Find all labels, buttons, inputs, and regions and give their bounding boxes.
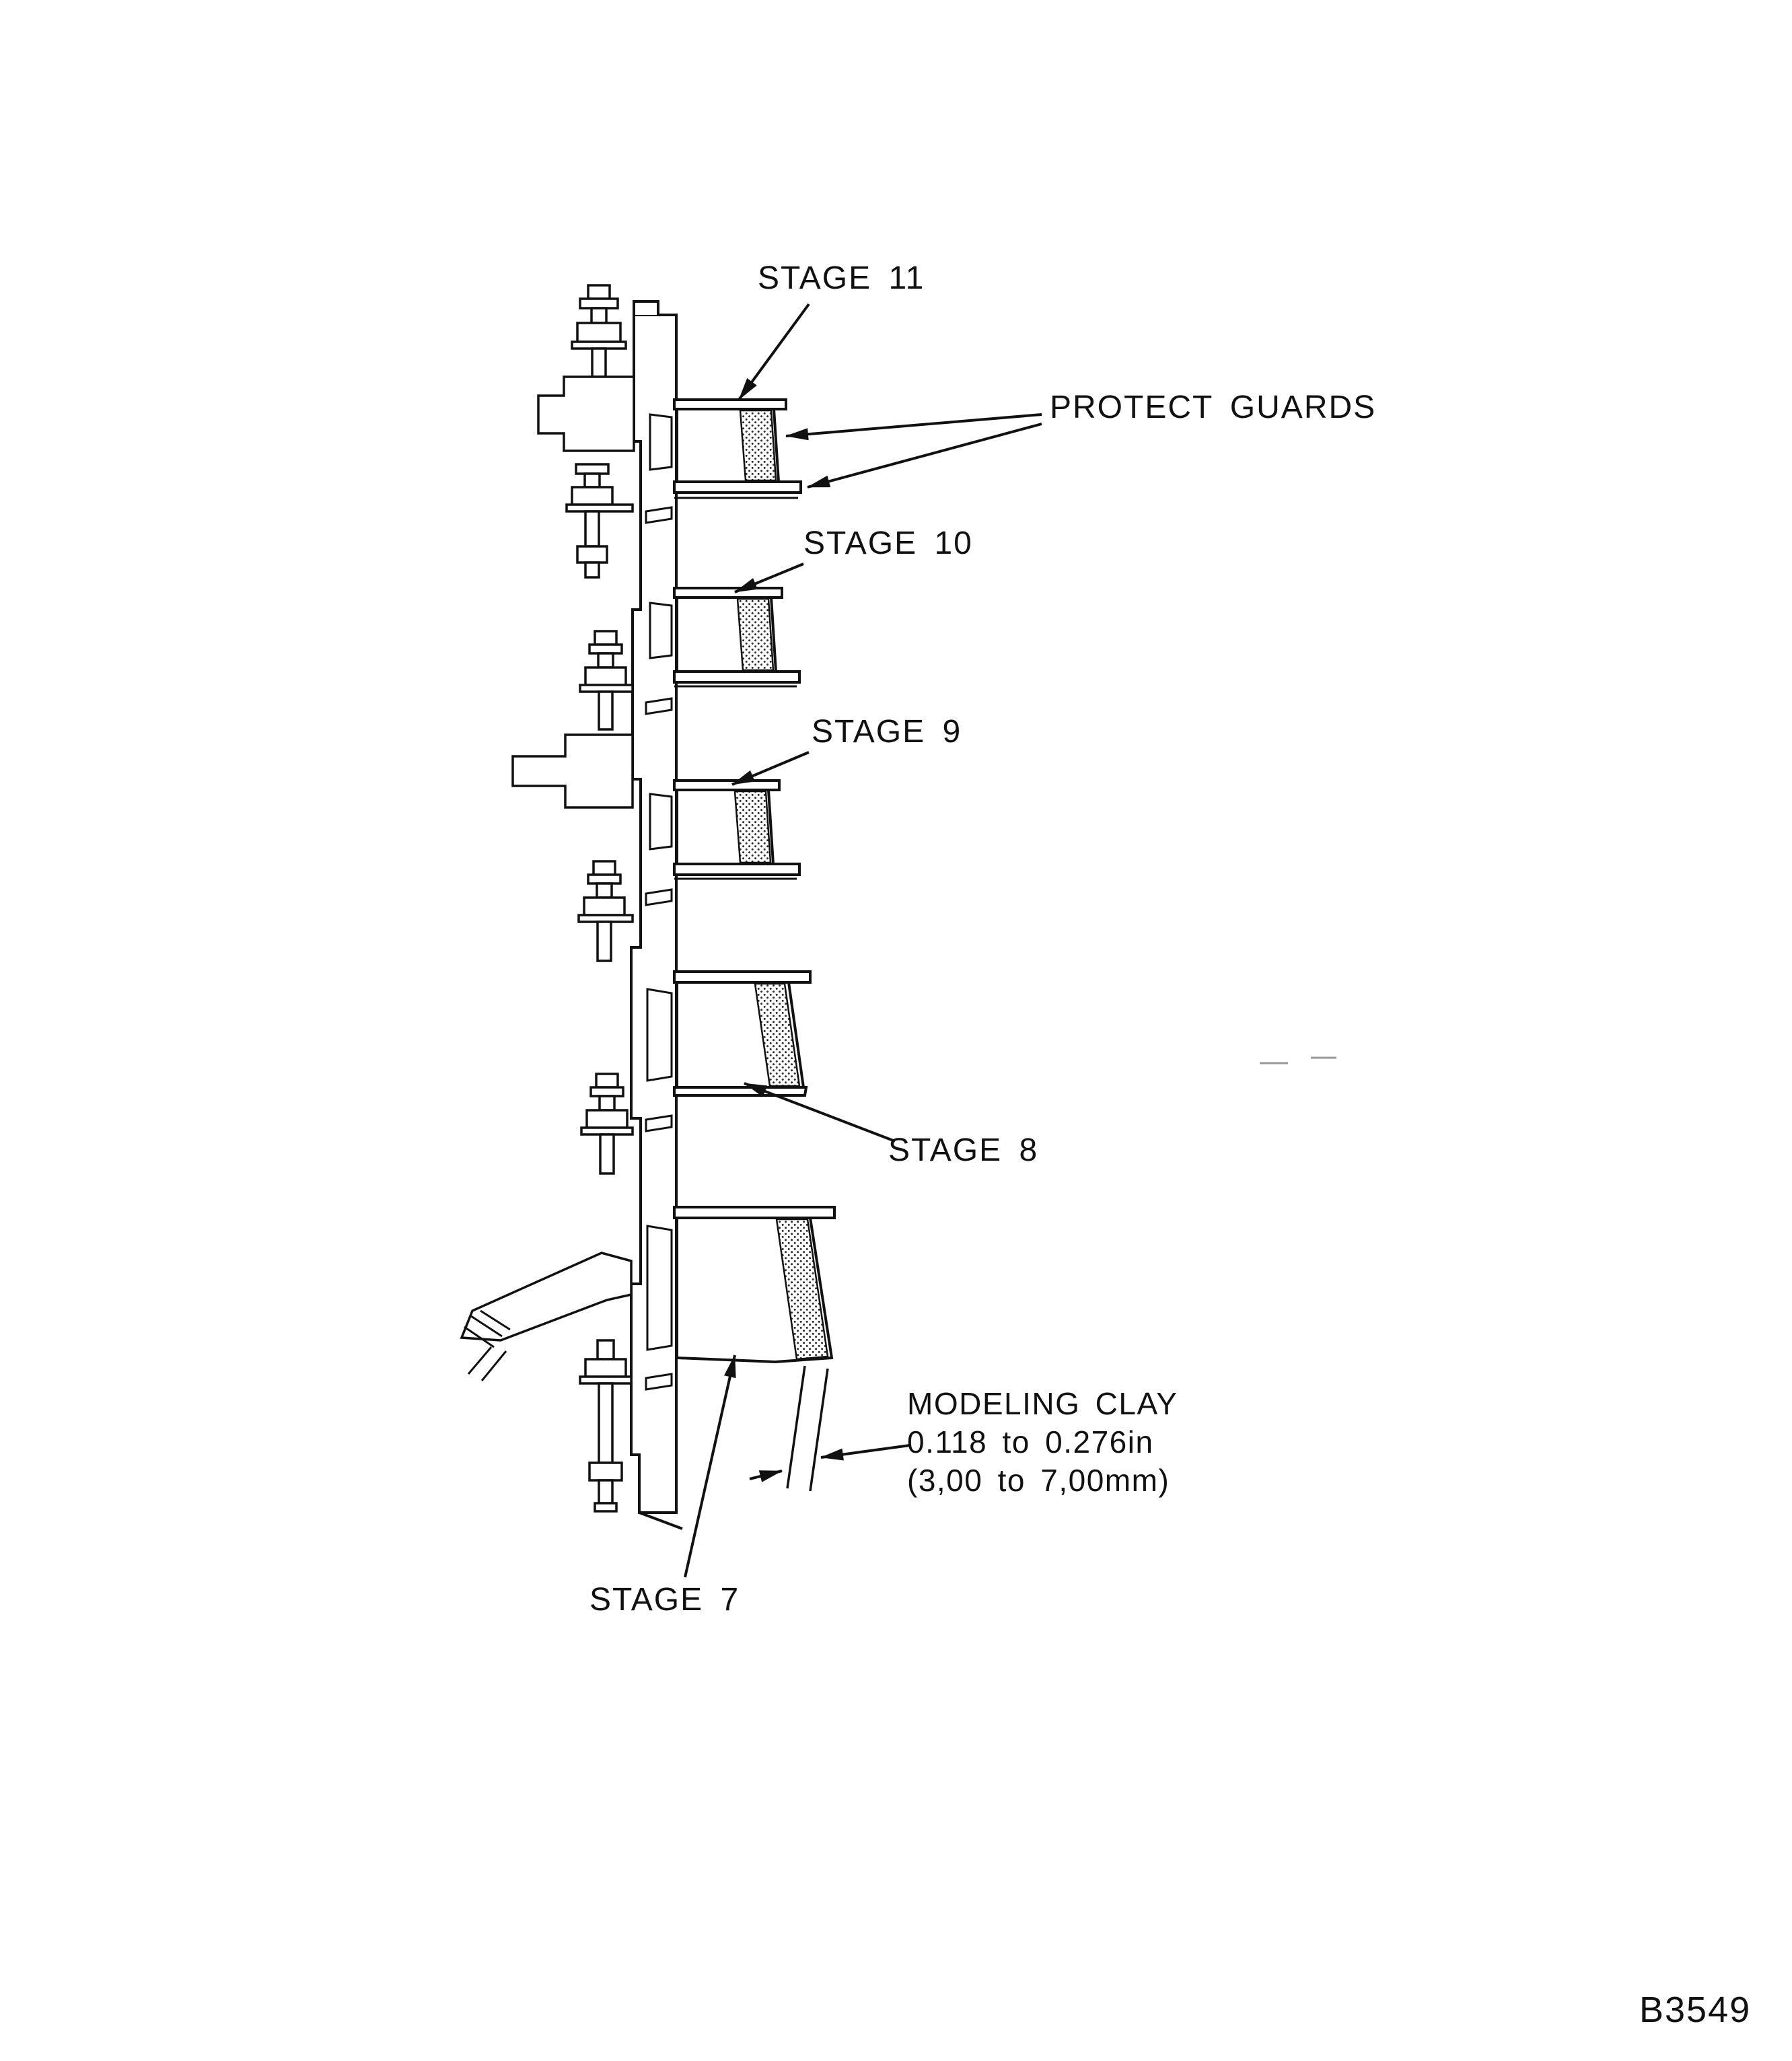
casing-clip-upper (537, 375, 635, 452)
stage-7-vane (673, 1206, 836, 1364)
modeling-clay-annotation: MODELING CLAY 0.118 to 0.276in (3,00 to … (907, 1385, 1178, 1500)
arrow-stage-10 (734, 563, 804, 593)
stator-bolt-assembly-3 (579, 630, 634, 731)
casing-clip-middle (511, 733, 634, 809)
arrow-clay-dimension-right (820, 1444, 910, 1461)
scan-artifact-dashes (1260, 1056, 1336, 1064)
top-bolt-assembly (571, 284, 627, 378)
arrow-stage-11 (738, 303, 810, 401)
modeling-clay-title: MODELING CLAY (907, 1386, 1178, 1421)
stage-11-vane (673, 398, 802, 499)
arrow-protect-guard-lower (807, 423, 1042, 489)
label-protect-guards: PROTECT GUARDS (1050, 390, 1377, 425)
stage-8-vane (673, 970, 812, 1097)
stator-bolt-assembly-4 (577, 860, 634, 962)
figure-number: B3549 (1639, 1990, 1752, 2030)
lever-hatching (464, 1309, 511, 1381)
stage-11-protect-guard (673, 480, 802, 494)
stage-11-vane-stipple (739, 409, 777, 482)
stator-bolt-assembly-5 (580, 1073, 634, 1175)
arrow-stage-7 (684, 1354, 736, 1578)
modeling-clay-range-inches: 0.118 to 0.276in (907, 1424, 1154, 1459)
arrow-protect-guard-upper (785, 413, 1042, 441)
stage-10-vane-stipple (736, 598, 775, 672)
label-stage-10: STAGE 10 (803, 526, 973, 561)
arrow-clay-dimension-left (749, 1470, 783, 1482)
stage-10-vane (673, 587, 801, 688)
bottom-bolt-assembly (579, 1339, 633, 1513)
stage-9-vane (673, 779, 801, 880)
stage-7-vane-stipple (775, 1218, 829, 1361)
vane-root-slots (646, 413, 673, 1351)
stage-9-vane-stipple (733, 790, 772, 864)
label-stage-11: STAGE 11 (758, 260, 925, 296)
clay-gap-lines (786, 1365, 829, 1492)
casing-top-tab (633, 300, 659, 315)
label-stage-9: STAGE 9 (812, 714, 962, 750)
stator-bolt-assembly-2 (565, 463, 634, 579)
label-stage-7: STAGE 7 (589, 1582, 740, 1618)
modeling-clay-range-mm: (3,00 to 7,00mm) (907, 1463, 1170, 1498)
label-stage-8: STAGE 8 (888, 1132, 1039, 1168)
arrow-stage-9 (731, 751, 810, 786)
casing-slots (645, 506, 673, 1391)
casing-bottom-tail (639, 1511, 683, 1530)
arrow-stage-8 (744, 1082, 896, 1143)
